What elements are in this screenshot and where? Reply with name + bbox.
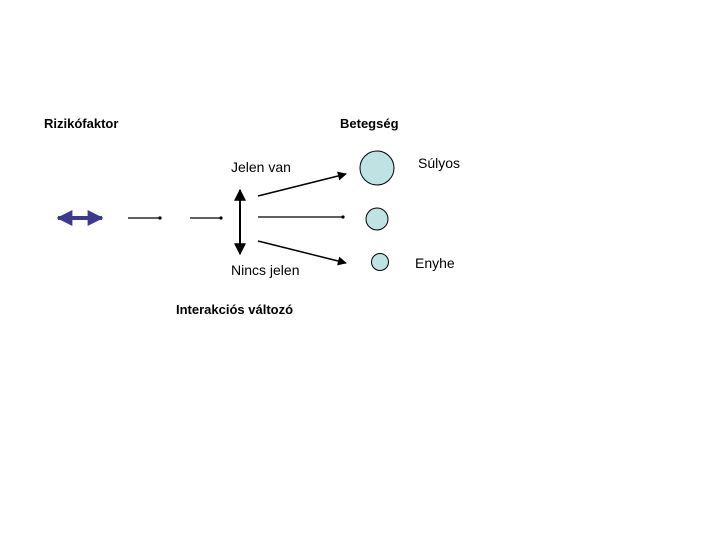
- interaction-variable-label: Interakciós változó: [176, 302, 294, 317]
- mild-circle: [371, 253, 389, 271]
- severe-label: Súlyos: [418, 155, 461, 171]
- line-to-mild: [257, 240, 347, 266]
- severe-circle: [359, 150, 395, 186]
- absent-label: Nincs jelen: [231, 262, 300, 278]
- risk-factor-label: Rizikófaktor: [44, 116, 119, 131]
- line-to-severe: [257, 171, 347, 197]
- mild-label: Enyhe: [415, 255, 455, 271]
- present-label: Jelen van: [231, 159, 291, 175]
- connector-dot-1: [158, 216, 162, 220]
- line-middle-dot: [341, 215, 345, 219]
- disease-label: Betegség: [340, 116, 399, 131]
- connector-dot-2: [219, 216, 223, 220]
- medium-circle: [365, 207, 389, 231]
